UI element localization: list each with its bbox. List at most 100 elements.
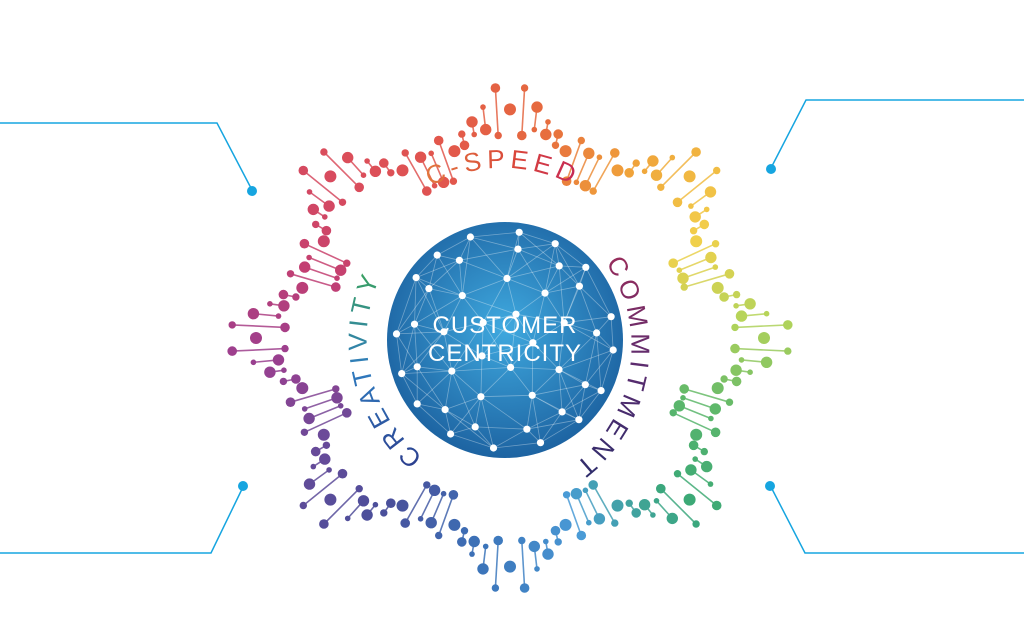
dna-bead <box>720 375 728 383</box>
network-node <box>555 262 563 270</box>
network-link <box>532 394 563 413</box>
dna-bead <box>477 563 489 575</box>
network-node <box>597 387 605 395</box>
callout-dot <box>247 186 257 196</box>
network-node <box>478 352 486 360</box>
network-node <box>558 408 566 416</box>
dna-rung <box>290 388 337 403</box>
network-node <box>541 289 549 297</box>
dna-bead <box>625 499 633 507</box>
network-node <box>555 366 563 374</box>
network-link <box>396 333 418 368</box>
network-link <box>443 322 484 333</box>
network-node <box>413 400 421 408</box>
dna-rung <box>304 242 348 264</box>
network-link <box>481 355 511 368</box>
network-node <box>410 320 419 328</box>
dna-rung <box>437 494 455 536</box>
dna-rung <box>676 169 718 203</box>
dna-bead <box>480 123 492 136</box>
dna-bead <box>579 180 592 192</box>
dna-bead <box>400 503 405 509</box>
network-link <box>396 333 403 374</box>
network-link <box>526 419 579 430</box>
dna-rung <box>304 412 348 434</box>
network-link <box>561 384 586 413</box>
network-link <box>475 426 527 430</box>
network-link <box>415 254 438 278</box>
network-link <box>532 384 586 396</box>
core-sphere: CUSTOMER CENTRICITY <box>387 222 623 458</box>
dna-rung <box>323 151 360 188</box>
dna-bead <box>322 441 331 449</box>
network-link <box>459 248 519 261</box>
network-node <box>455 256 463 264</box>
dna-bead <box>320 148 328 156</box>
network-node <box>551 240 559 248</box>
network-link <box>437 254 460 261</box>
dna-bead <box>586 519 592 526</box>
dna-rung <box>734 324 788 329</box>
network-link <box>416 331 445 368</box>
network-link <box>450 426 476 435</box>
network-link <box>416 366 446 410</box>
network-link <box>578 384 586 420</box>
dna-bead <box>386 498 396 509</box>
dna-bead <box>543 538 549 545</box>
network-link <box>558 265 580 287</box>
network-link <box>483 313 517 323</box>
dna-bead <box>296 281 309 294</box>
dna-bead <box>272 354 285 366</box>
network-node <box>607 313 615 321</box>
dna-bead <box>656 483 666 494</box>
dna-bead <box>540 128 552 141</box>
network-link <box>579 285 612 317</box>
network-link <box>450 433 494 449</box>
callout-dot <box>238 481 248 491</box>
network-link <box>506 248 519 279</box>
dna-bead <box>730 343 740 354</box>
dna-bead <box>326 467 332 473</box>
dna-bead <box>570 488 583 500</box>
dna-bead <box>471 131 478 138</box>
dna-bead <box>428 150 435 157</box>
dna-bead <box>310 446 321 457</box>
dna-bead <box>342 151 354 164</box>
callout-upper-right <box>766 99 1024 174</box>
dna-bead <box>331 282 341 292</box>
dna-bead <box>676 267 683 274</box>
dna-bead <box>725 398 734 406</box>
dna-bead <box>583 147 595 159</box>
dna-bead <box>440 490 447 497</box>
dna-bead <box>448 490 459 500</box>
network-link <box>416 403 451 435</box>
dna-bead <box>707 481 714 487</box>
network-node <box>503 274 511 282</box>
dna-bead <box>610 148 620 158</box>
dna-bead <box>632 159 640 167</box>
dna-bead <box>264 366 276 378</box>
dna-helix-ring <box>227 83 793 593</box>
dna-bead <box>400 167 405 173</box>
dna-bead <box>448 518 461 531</box>
network-node <box>440 328 448 336</box>
network-link <box>451 355 483 372</box>
network-link <box>544 266 587 294</box>
network-link <box>510 342 534 368</box>
network-link <box>414 324 418 367</box>
dna-bead <box>338 198 347 206</box>
dna-bead <box>437 176 450 188</box>
network-link <box>531 395 541 443</box>
dna-rung <box>676 473 718 507</box>
dna-bead <box>559 145 572 158</box>
dna-bead <box>312 220 320 229</box>
dna-bead <box>520 84 529 92</box>
dna-rung <box>683 273 730 288</box>
dna-bead <box>281 344 289 353</box>
network-link <box>519 231 556 245</box>
dna-bead <box>677 272 689 284</box>
dna-bead <box>689 211 701 223</box>
dna-bead <box>275 313 282 319</box>
dna-bead <box>414 151 427 163</box>
dna-bead <box>250 359 257 366</box>
